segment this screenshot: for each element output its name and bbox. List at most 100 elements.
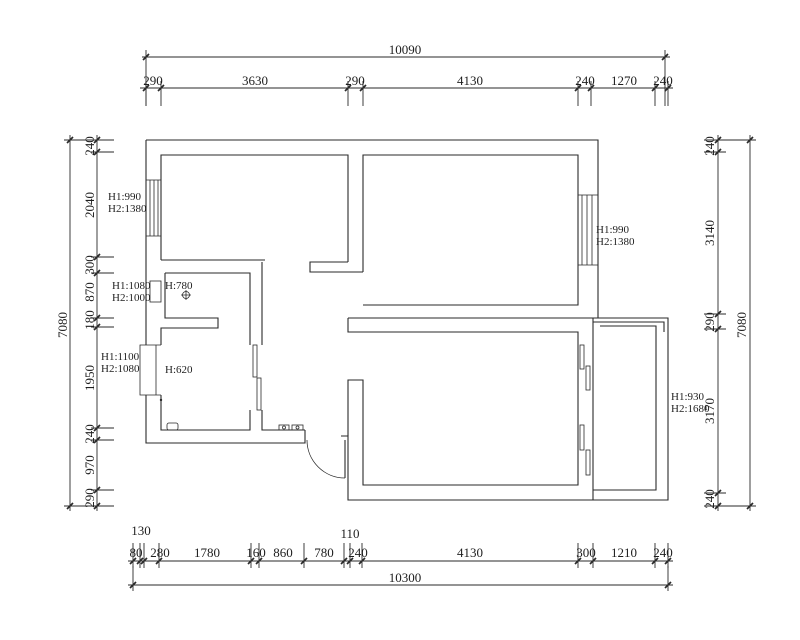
meter-dial [295, 425, 300, 430]
toilet-icon [166, 422, 179, 431]
left-segment-dimension-tick [93, 253, 101, 261]
top-segment-dimension-tick [157, 84, 165, 92]
top-dimension-label: 240 [653, 73, 673, 88]
right-segment-dimension-tick [714, 310, 722, 318]
top-total-dimension-tick [661, 53, 669, 61]
right-dimension-label: 3170 [702, 398, 717, 424]
bottom-dimension-label: 300 [576, 545, 596, 560]
window-middle-left [149, 280, 162, 303]
meter-box [291, 424, 304, 431]
kitchen-wall [160, 395, 251, 431]
left-dimension-label: 970 [82, 455, 97, 475]
top-dimension-label: 1270 [611, 73, 637, 88]
bottom-segment-dimension-tick [664, 557, 672, 565]
lower-right-room-wall [347, 317, 593, 486]
window-lower-left-h1: H1:1100 [101, 351, 140, 363]
left-dimension-label: 240 [82, 136, 97, 156]
partition-stub [309, 261, 363, 273]
top-right-room-wall [362, 154, 579, 306]
sliding-door-panel [585, 449, 591, 476]
sliding-door-panel [252, 344, 258, 378]
top-segment-dimension-tick [651, 84, 659, 92]
bottom-segment-dimension-tick [574, 557, 582, 565]
right-total-dimension-tick [746, 502, 754, 510]
left-total-dimension-tick [66, 136, 74, 144]
top-dimension-label: 290 [143, 73, 163, 88]
sliding-door-lower-left-room [252, 344, 262, 411]
left-dimension-label: 1950 [82, 365, 97, 391]
sliding-door-panel [579, 424, 585, 451]
bottom-segment-dimension-tick [589, 557, 597, 565]
upper-point-height: H:780 [165, 280, 193, 292]
left-total-dimension: 7080 [55, 312, 70, 338]
balcony-door-lower [579, 424, 591, 476]
left-segment-dimension-tick [93, 323, 101, 331]
bottom-dimension-label: 1210 [611, 545, 637, 560]
marker-cross [181, 290, 191, 300]
sliding-door-panel [585, 365, 591, 391]
bottom-total-dimension: 10300 [389, 570, 422, 585]
bottom-dimension-label: 240 [653, 545, 673, 560]
left-dimension-label: 300 [82, 255, 97, 275]
window-bay-lower-left [139, 344, 161, 396]
window-top-right [578, 194, 598, 266]
window-top-left-h2: H2:1380 [108, 203, 147, 215]
left-dimension-label: 290 [82, 488, 97, 508]
window-middle-left-h2: H2:1000 [112, 292, 151, 304]
exterior-wall [145, 139, 599, 444]
bottom-dimension-label: 280 [150, 545, 170, 560]
bottom-offset-label: 110 [340, 526, 359, 541]
bottom-segment-dimension-tick [651, 557, 659, 565]
bottom-dimension-label: 4130 [457, 545, 483, 560]
meter-dial [282, 425, 286, 430]
right-total-dimension-tick [746, 136, 754, 144]
entry-door-swing-arc [306, 439, 346, 479]
bottom-dimension-label: 1780 [194, 545, 220, 560]
right-total-dimension: 7080 [734, 312, 749, 338]
right-dimension-label: 240 [702, 489, 717, 509]
top-segment-dimension-tick [359, 84, 367, 92]
window-balcony-h1: H1:930 [671, 391, 705, 403]
window-middle-left-h1: H1:1080 [112, 280, 151, 292]
entry-wall [341, 318, 594, 501]
point-marker-icon [159, 398, 163, 402]
bottom-segment-dimension-tick [140, 557, 148, 565]
sliding-door-panel [579, 344, 585, 370]
dimension-lines [64, 50, 756, 591]
right-dimension-label: 240 [702, 136, 717, 156]
fixtures [159, 290, 304, 431]
top-dimension-label: 3630 [242, 73, 268, 88]
top-total-dimension-tick [142, 53, 150, 61]
lower-point-height: H:620 [165, 364, 193, 376]
bathroom-wall [160, 272, 251, 345]
left-dimension-label: 2040 [82, 192, 97, 218]
window-lower-left-h2: H2:1080 [101, 363, 140, 375]
left-segment-dimension-tick [93, 436, 101, 444]
right-dimension-label: 290 [702, 312, 717, 332]
left-segment-dimension-tick [93, 424, 101, 432]
bottom-total-dimension-tick [664, 581, 672, 589]
left-dimension-label: 240 [82, 424, 97, 444]
openings [139, 179, 598, 479]
bottom-segment-dimension-tick [346, 557, 354, 565]
opening-annotations: H1:990 H2:1380 H1:990 H2:1380 H1:1080 H2… [101, 191, 710, 415]
right-dimensions: 240 3140 290 3170 240 7080 [702, 136, 749, 509]
right-segment-dimension-tick [714, 489, 722, 497]
bottom-segment-dimension-tick [136, 557, 144, 565]
meter-box-icon [278, 424, 304, 431]
top-dimension-label: 290 [345, 73, 365, 88]
sliding-door-panel [256, 377, 262, 411]
window-top-left-h1: H1:990 [108, 191, 142, 203]
top-left-room-wall [160, 154, 349, 262]
left-segment-dimension-tick [93, 486, 101, 494]
bottom-dimensions: 130 110 80 280 1780 160 860 780 240 4130… [130, 523, 673, 585]
left-dimension-label: 180 [82, 310, 97, 330]
top-total-dimension: 10090 [389, 42, 422, 57]
walls [145, 139, 669, 501]
top-segment-dimension-tick [664, 84, 672, 92]
top-segment-dimension-tick [574, 84, 582, 92]
top-dimension-label: 4130 [457, 73, 483, 88]
bottom-total-dimension-tick [129, 581, 137, 589]
right-segment-dimension-tick [714, 325, 722, 333]
